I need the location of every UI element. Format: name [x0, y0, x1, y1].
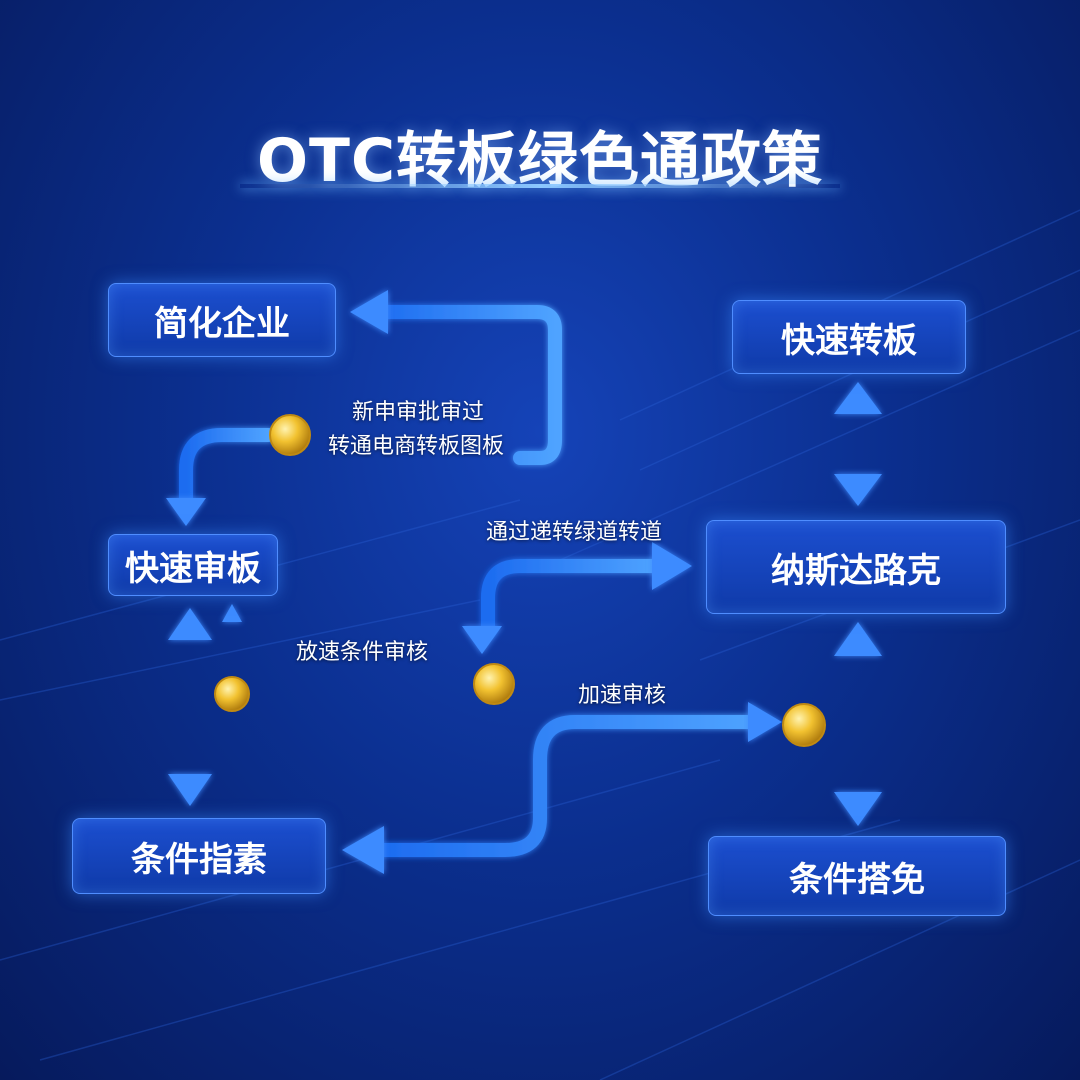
title-underline	[240, 184, 840, 188]
arrow-channel	[481, 559, 663, 637]
arrowhead-up-fast-review	[168, 608, 212, 640]
arrowhead-left-simplify	[350, 290, 388, 334]
coin-right	[782, 703, 826, 747]
arrowhead-down-big-coin	[462, 626, 502, 654]
arrowhead-up-thin	[222, 604, 242, 622]
label-accel-review: 加速审核	[578, 683, 667, 708]
arrow-coin-to-fast-review	[179, 428, 275, 512]
arrow-accel-review	[373, 715, 765, 857]
arrowhead-down-guide	[168, 774, 212, 806]
coin-middle	[473, 663, 515, 705]
arrowhead-down-exempt	[834, 792, 882, 826]
label-top-line1: 新申审批审过	[352, 400, 485, 425]
arrows	[179, 305, 865, 857]
node-conditions-guide: 条件指素	[72, 818, 326, 894]
coins	[214, 414, 826, 747]
label-condition-review: 放速条件审核	[296, 640, 429, 665]
coin-top	[269, 414, 311, 456]
node-nasdaq: 纳斯达路克	[706, 520, 1006, 614]
label-top-line2: 转通电商转板图板	[328, 434, 505, 459]
node-simplify-enterprise: 简化企业	[108, 283, 336, 357]
arrowhead-down-fast-review	[166, 498, 206, 526]
node-conditions-exempt: 条件搭免	[708, 836, 1006, 916]
node-fast-review: 快速审板	[108, 534, 278, 596]
arrowhead-up-transfer	[834, 382, 882, 414]
arrow-heads	[166, 290, 882, 874]
coin-left	[214, 676, 250, 712]
arrowhead-right-coin	[748, 702, 782, 742]
arrowhead-down-nasdaq	[834, 474, 882, 506]
node-fast-transfer: 快速转板	[732, 300, 966, 374]
arrowhead-up-nasdaq	[834, 622, 882, 656]
arrowhead-right-nasdaq	[652, 542, 692, 590]
label-channel: 通过递转绿道转道	[486, 520, 663, 545]
arrow-to-simplify	[371, 305, 562, 465]
arrowhead-left-guide	[342, 826, 384, 874]
